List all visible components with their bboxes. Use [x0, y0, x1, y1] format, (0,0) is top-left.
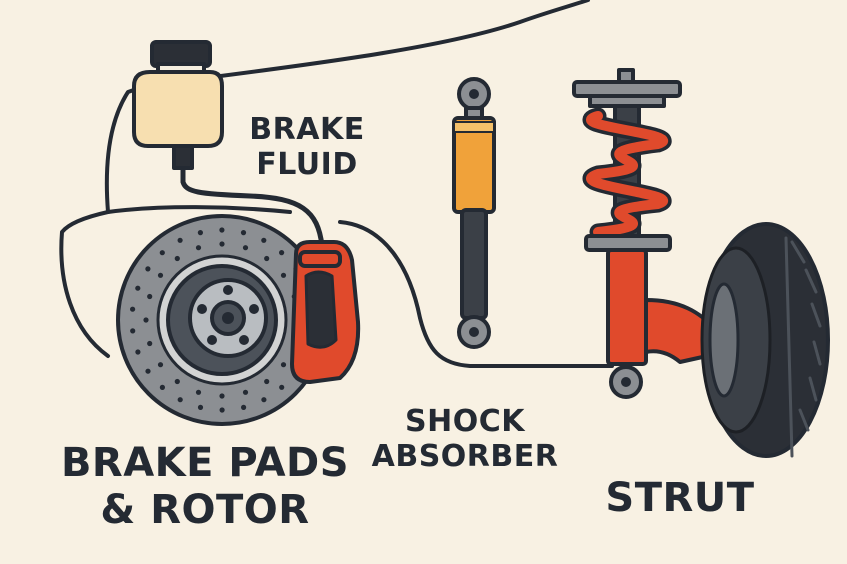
strut-body — [606, 248, 648, 366]
wheel-well-lip — [106, 205, 292, 214]
rotor-hole — [157, 362, 164, 368]
label-brake-fluid-line-2: FLUID — [256, 147, 358, 183]
tire-tread — [784, 236, 822, 458]
label-brake-pads-rotor-line-1: BRAKE PADS — [60, 440, 350, 486]
label-strut-line-1: STRUT — [605, 475, 755, 521]
roofline — [203, 0, 590, 80]
label-brake-fluid: BRAKE FLUID — [232, 112, 382, 183]
brake-line — [180, 165, 325, 249]
brake-fluid-reservoir — [132, 40, 224, 170]
rotor-hole — [195, 245, 202, 251]
rotor-hole — [279, 384, 285, 390]
shock-lower-tube — [460, 208, 488, 320]
rotor-hole — [261, 237, 267, 243]
strut-assembly — [572, 68, 718, 399]
strut-lower-seat — [584, 234, 672, 252]
rotor-hole — [241, 404, 247, 410]
label-brake-fluid-line-1: BRAKE — [249, 112, 365, 147]
brake-caliper — [290, 240, 361, 384]
lower-front-bumper — [59, 210, 110, 358]
rotor-hole — [174, 255, 180, 262]
rotor-hole — [264, 378, 270, 385]
label-shock-absorber: SHOCK ABSORBER — [360, 404, 570, 475]
label-strut: STRUT — [600, 475, 760, 522]
rotor-hole — [219, 407, 225, 413]
rotor-hole — [135, 285, 141, 291]
rotor-hole — [174, 378, 180, 385]
label-brake-pads-rotor-line-2: & ROTOR — [100, 487, 310, 534]
fender-arch-rear — [338, 220, 614, 368]
rotor-hole — [135, 349, 141, 355]
rotor-hole — [157, 272, 164, 278]
rotor-hole — [264, 255, 270, 262]
label-shock-absorber-line-1: SHOCK — [405, 404, 525, 439]
rotor-hole — [147, 293, 153, 300]
lug-nuts — [197, 285, 259, 345]
shock-absorber — [452, 77, 496, 349]
reservoir-body — [132, 70, 224, 148]
coil-spring — [582, 107, 672, 241]
rotor-hole — [145, 368, 151, 374]
label-brake-pads-rotor: BRAKE PADS & ROTOR — [60, 440, 350, 534]
rotor-hole — [177, 237, 183, 243]
rotor-hole — [279, 250, 285, 256]
rotor-hole — [177, 397, 183, 403]
rotor-hole — [219, 393, 225, 399]
rotor-hole — [147, 340, 153, 347]
brake-rotor — [116, 214, 328, 426]
strut-top-mount — [572, 80, 682, 98]
tire — [700, 222, 830, 458]
rotor-hole — [195, 389, 202, 395]
rotor-hole — [261, 397, 267, 403]
rotor-hole — [280, 362, 287, 368]
rotor-hole — [130, 328, 136, 334]
rotor-hole — [197, 404, 204, 410]
car-body-outline — [59, 0, 614, 368]
rotor-hole — [219, 241, 225, 247]
rotor-hole — [242, 245, 249, 251]
rotor-hole — [280, 272, 287, 278]
rotor-hole — [159, 384, 165, 390]
rotor-hole — [240, 230, 247, 236]
rotor-hole — [159, 250, 165, 256]
rotor-hole — [197, 230, 203, 236]
rotor-hole — [143, 317, 149, 323]
rotor-hole — [242, 389, 249, 395]
label-shock-absorber-line-2: ABSORBER — [371, 439, 559, 475]
rotor-hole — [219, 227, 225, 233]
front-fender-arch — [104, 84, 147, 214]
rotor-hole — [130, 306, 136, 312]
rotor-hole — [145, 266, 151, 272]
